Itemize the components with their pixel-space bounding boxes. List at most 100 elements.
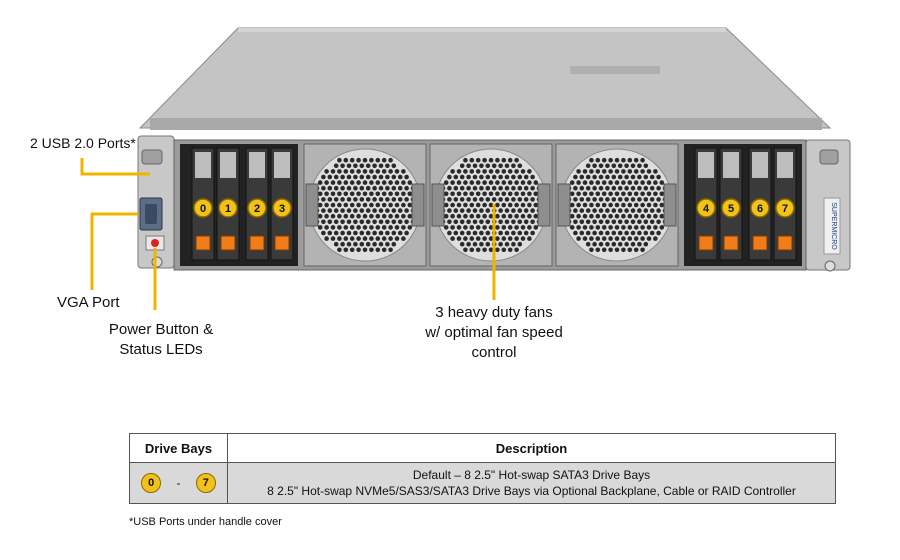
bay-number-label: 5 xyxy=(728,203,734,215)
grille-hole xyxy=(488,202,494,208)
grille-hole xyxy=(573,230,578,236)
grille-hole xyxy=(498,163,503,169)
grille-hole xyxy=(511,197,516,202)
grille-hole xyxy=(369,202,374,208)
grille-hole xyxy=(340,197,345,202)
grille-hole xyxy=(491,185,497,191)
fan-latch-right[interactable] xyxy=(537,183,551,227)
grille-hole xyxy=(527,180,532,185)
grille-hole xyxy=(514,236,519,241)
drive-latch xyxy=(220,235,236,251)
grille-hole xyxy=(501,169,507,174)
grille-hole xyxy=(381,157,387,163)
bay-number-label: 1 xyxy=(225,203,231,215)
grille-hole xyxy=(530,208,535,213)
grille-hole xyxy=(485,174,491,180)
grille-hole xyxy=(507,202,513,208)
grille-hole xyxy=(495,236,500,241)
grille-hole xyxy=(533,191,539,197)
grille-hole xyxy=(595,247,601,253)
grille-hole xyxy=(356,236,361,241)
grille-hole xyxy=(346,208,352,213)
grille-hole xyxy=(475,169,481,174)
grille-hole xyxy=(450,191,455,197)
grille-hole xyxy=(504,174,510,180)
grille-hole xyxy=(372,219,377,225)
grille-hole xyxy=(463,169,468,174)
grille-hole xyxy=(520,213,526,219)
bay-range-separator: - xyxy=(176,476,181,490)
drive-latch xyxy=(249,235,265,251)
drive-bay-6[interactable]: 6 xyxy=(748,147,772,261)
grille-hole xyxy=(343,157,349,163)
grille-hole xyxy=(472,185,478,191)
grille-hole xyxy=(343,202,349,208)
fan-latch-left[interactable] xyxy=(305,183,319,227)
grille-hole xyxy=(605,219,610,225)
grille-hole xyxy=(372,230,377,236)
grille-hole xyxy=(523,185,529,191)
drive-latch xyxy=(274,235,290,251)
grille-hole xyxy=(585,208,591,213)
grille-hole xyxy=(391,197,397,202)
grille-hole xyxy=(343,180,349,185)
grille-hole xyxy=(482,236,487,241)
right-ear-notch xyxy=(819,149,839,165)
grille-hole xyxy=(573,185,578,191)
drive-bay-7[interactable]: 7 xyxy=(773,147,797,261)
grille-hole xyxy=(624,197,629,202)
drive-bay-1[interactable]: 1 xyxy=(216,147,240,261)
fan-latch-right[interactable] xyxy=(663,183,677,227)
grille-hole xyxy=(375,157,381,163)
grille-hole xyxy=(472,208,478,213)
grille-hole xyxy=(385,208,390,213)
grille-hole xyxy=(530,219,535,225)
grille-hole xyxy=(640,225,645,230)
drive-bay-4[interactable]: 4 xyxy=(694,147,718,261)
grille-hole xyxy=(614,169,620,174)
grille-hole xyxy=(450,169,455,174)
grille-hole xyxy=(653,225,658,230)
grille-hole xyxy=(507,169,513,174)
grille-hole xyxy=(356,225,361,230)
grille-hole xyxy=(643,163,649,169)
grille-hole xyxy=(501,180,507,185)
grille-hole xyxy=(582,180,588,185)
drive-bay-5[interactable]: 5 xyxy=(719,147,743,261)
grille-hole xyxy=(608,202,613,208)
drive-bay-3[interactable]: 3 xyxy=(270,147,294,261)
grille-hole xyxy=(501,157,507,163)
grille-hole xyxy=(511,174,516,180)
grille-hole xyxy=(482,169,487,174)
fan-latch-left[interactable] xyxy=(557,183,571,227)
grille-hole xyxy=(407,202,413,208)
grille-hole xyxy=(394,213,400,219)
grille-hole xyxy=(369,169,374,174)
grille-hole xyxy=(469,236,475,241)
description-cell: Default – 8 2.5" Hot-swap SATA3 Drive Ba… xyxy=(227,462,836,504)
grille-hole xyxy=(598,208,604,213)
fan-latch-left[interactable] xyxy=(431,183,445,227)
grille-hole xyxy=(391,241,397,247)
grille-hole xyxy=(385,163,390,169)
drive-bay-2[interactable]: 2 xyxy=(245,147,269,261)
grille-hole xyxy=(443,180,449,185)
grille-hole xyxy=(627,202,633,208)
drive-bay-0[interactable]: 0 xyxy=(191,147,215,261)
grille-hole xyxy=(633,180,639,185)
grille-hole xyxy=(391,174,397,180)
grille-hole xyxy=(649,185,655,191)
grille-hole xyxy=(463,157,468,163)
grille-hole xyxy=(646,169,652,174)
grille-hole xyxy=(621,202,626,208)
grille-hole xyxy=(472,230,478,236)
fan-latch-right[interactable] xyxy=(411,183,425,227)
grille-hole xyxy=(407,213,413,219)
grille-hole xyxy=(327,230,333,236)
grille-hole xyxy=(517,185,523,191)
grille-hole xyxy=(362,191,368,197)
fan-grille-holes xyxy=(311,157,419,253)
grille-hole xyxy=(397,208,403,213)
grille-hole xyxy=(327,197,333,202)
